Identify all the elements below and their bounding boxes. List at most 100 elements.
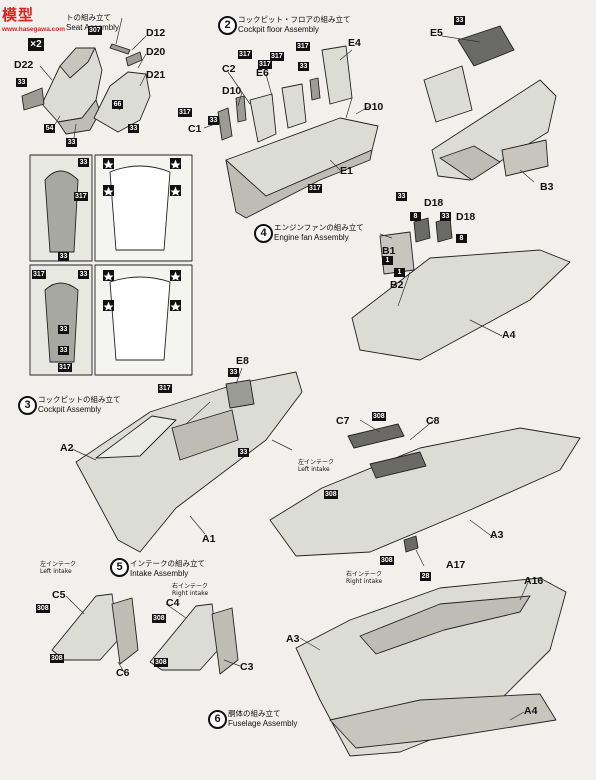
part-label-e6: E6 xyxy=(256,67,269,79)
paint-tag-308: 308 xyxy=(380,556,394,565)
step-2-title-jp: コックピット・フロアの組み立て xyxy=(238,15,351,24)
part-label-e1: E1 xyxy=(340,165,353,177)
step-5-number: 5 xyxy=(110,558,129,577)
part-label-a1: A1 xyxy=(202,533,216,545)
seat-quantity-badge: ×2 xyxy=(28,38,44,51)
paint-tag-33: 33 xyxy=(128,124,139,133)
part-label-a2: A2 xyxy=(60,442,74,454)
paint-tag-317: 317 xyxy=(58,363,72,372)
step-4-title-jp: エンジンファンの組み立て xyxy=(274,223,364,232)
paint-tag-317: 317 xyxy=(296,42,310,51)
paint-tag-307: 307 xyxy=(88,26,102,35)
part-label-c4: C4 xyxy=(166,597,180,609)
paint-tag-33: 33 xyxy=(396,192,407,201)
part-label-c3: C3 xyxy=(240,661,254,673)
main-fuselage-drawing xyxy=(295,577,567,757)
paint-tag-317: 317 xyxy=(32,270,46,279)
step-5-title-jp: インテークの組み立て xyxy=(130,559,205,568)
part-label-a17: A17 xyxy=(446,559,466,571)
paint-tag-317: 317 xyxy=(238,50,252,59)
part-label-b2: B2 xyxy=(390,279,404,291)
part-label-e8: E8 xyxy=(236,355,249,367)
paint-tag-33: 33 xyxy=(58,252,69,261)
paint-tag-54: 54 xyxy=(44,124,55,133)
part-label-b3: B3 xyxy=(540,181,554,193)
paint-tag-8: 8 xyxy=(410,212,421,221)
paint-tag-33: 33 xyxy=(440,212,451,221)
part-label-c7: C7 xyxy=(336,415,350,427)
part-label-c2: C2 xyxy=(222,63,236,75)
forward-fuselage-drawing xyxy=(269,427,581,557)
part-label-d20: D20 xyxy=(146,46,166,58)
part-label-a4-bottom: A4 xyxy=(524,705,538,717)
step-2-number: 2 xyxy=(218,16,237,35)
part-label-a3-bottom: A3 xyxy=(286,633,300,645)
part-label-c8: C8 xyxy=(426,415,440,427)
step-4-title-en: Engine fan Assembly xyxy=(274,233,349,242)
part-label-b1: B1 xyxy=(382,245,396,257)
paint-tag-317: 317 xyxy=(178,108,192,117)
part-label-d18-left: D18 xyxy=(424,197,444,209)
paint-tag-308: 308 xyxy=(372,412,386,421)
paint-tag-308: 308 xyxy=(154,658,168,667)
fuselage-rear-drawing xyxy=(351,249,571,361)
paint-tag-1: 1 xyxy=(394,268,405,277)
part-label-d10-right: D10 xyxy=(364,101,384,113)
paint-tag-33: 33 xyxy=(228,368,239,377)
paint-tag-28: 28 xyxy=(420,572,431,581)
paint-tag-33: 33 xyxy=(78,158,89,167)
part-label-d10-left: D10 xyxy=(222,85,242,97)
paint-tag-317: 317 xyxy=(308,184,322,193)
paint-tag-66: 66 xyxy=(112,100,123,109)
paint-tag-308: 308 xyxy=(36,604,50,613)
nose-section-drawing xyxy=(75,371,303,553)
part-label-d12: D12 xyxy=(146,27,166,39)
paint-tag-33: 33 xyxy=(298,62,309,71)
paint-tag-8: 8 xyxy=(456,234,467,243)
step-3-title-en: Cockpit Assembly xyxy=(38,405,102,414)
paint-tag-308: 308 xyxy=(50,654,64,663)
step-3-number: 3 xyxy=(18,396,37,415)
step-6-number: 6 xyxy=(208,710,227,729)
paint-tag-33: 33 xyxy=(66,138,77,147)
step-5-title-en: Intake Assembly xyxy=(130,569,189,578)
part-label-d22: D22 xyxy=(14,59,34,71)
paint-tag-308: 308 xyxy=(324,490,338,499)
part-label-a4-top: A4 xyxy=(502,329,516,341)
part-label-d21: D21 xyxy=(146,69,166,81)
paint-tag-33: 33 xyxy=(58,346,69,355)
part-label-d18-right: D18 xyxy=(456,211,476,223)
paint-tag-317: 317 xyxy=(158,384,172,393)
part-label-c5: C5 xyxy=(52,589,66,601)
paint-tag-33: 33 xyxy=(16,78,27,87)
step-6-title-jp: 胴体の組み立て xyxy=(228,709,281,718)
paint-tag-33: 33 xyxy=(454,16,465,25)
part-label-c6: C6 xyxy=(116,667,130,679)
part-label-e5: E5 xyxy=(430,27,443,39)
paint-tag-33: 33 xyxy=(208,116,219,125)
watermark-logo: 模型 www.hasegawa.com xyxy=(2,7,65,33)
step-4-number: 4 xyxy=(254,224,273,243)
part-label-a16: A16 xyxy=(524,575,544,587)
paint-tag-33: 33 xyxy=(58,325,69,334)
part-label-a3-top: A3 xyxy=(490,529,504,541)
step-2-title-en: Cockpit floor Assembly xyxy=(238,25,319,34)
paint-tag-317: 317 xyxy=(258,60,272,69)
left-intake-drawing xyxy=(51,593,119,661)
step-3-title-jp: コックピットの組み立て xyxy=(38,395,121,404)
step-6-title-en: Fuselage Assembly xyxy=(228,719,298,728)
paint-tag-317: 317 xyxy=(74,192,88,201)
paint-tag-33: 33 xyxy=(78,270,89,279)
paint-tag-317: 317 xyxy=(270,52,284,61)
paint-tag-1: 1 xyxy=(382,256,393,265)
paint-tag-308: 308 xyxy=(152,614,166,623)
part-label-e4: E4 xyxy=(348,37,361,49)
paint-tag-33: 33 xyxy=(238,448,249,457)
seat-step-title-jp: トの組み立て xyxy=(66,13,111,22)
